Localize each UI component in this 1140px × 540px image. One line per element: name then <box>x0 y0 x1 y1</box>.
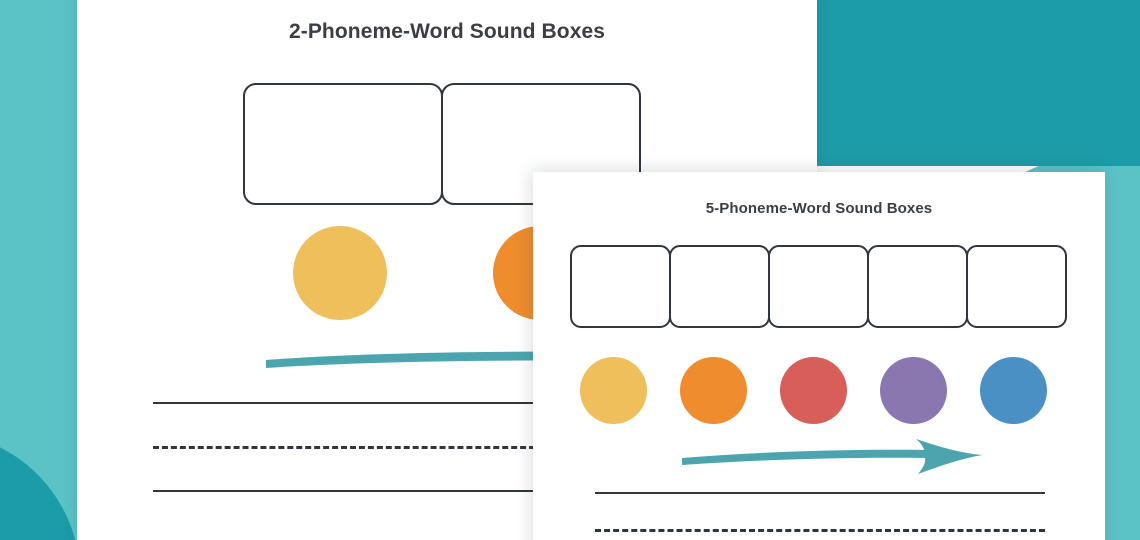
phoneme-dot[interactable] <box>580 357 647 424</box>
sound-sweep-arrow <box>678 434 993 476</box>
writing-line-mid <box>595 529 1045 532</box>
arrow-right-icon <box>682 439 982 474</box>
bottom-left-arc-clip <box>0 0 77 540</box>
phoneme-dot[interactable] <box>880 357 947 424</box>
bottom-left-teal-arc <box>0 432 77 540</box>
writing-line-top <box>153 402 741 404</box>
phoneme-dot[interactable] <box>293 226 387 320</box>
phoneme-dot[interactable] <box>780 357 847 424</box>
sound-box[interactable] <box>867 245 968 328</box>
sound-box[interactable] <box>570 245 671 328</box>
writing-line-base <box>153 490 741 492</box>
phoneme-dot[interactable] <box>680 357 747 424</box>
page-title: 5-Phoneme-Word Sound Boxes <box>705 200 933 217</box>
worksheet-card-five-phoneme[interactable]: 5-Phoneme-Word Sound Boxes <box>533 172 1105 540</box>
writing-line-top <box>595 492 1045 494</box>
sound-box[interactable] <box>966 245 1067 328</box>
page-title: 2-Phoneme-Word Sound Boxes <box>288 20 606 43</box>
phoneme-dot[interactable] <box>980 357 1047 424</box>
phoneme-dots-row <box>580 357 1047 424</box>
left-teal-strip <box>0 0 77 540</box>
sound-boxes-row <box>570 245 1067 328</box>
sound-box[interactable] <box>669 245 770 328</box>
sound-box[interactable] <box>243 83 443 205</box>
sound-box[interactable] <box>768 245 869 328</box>
writing-line-mid <box>153 446 741 449</box>
